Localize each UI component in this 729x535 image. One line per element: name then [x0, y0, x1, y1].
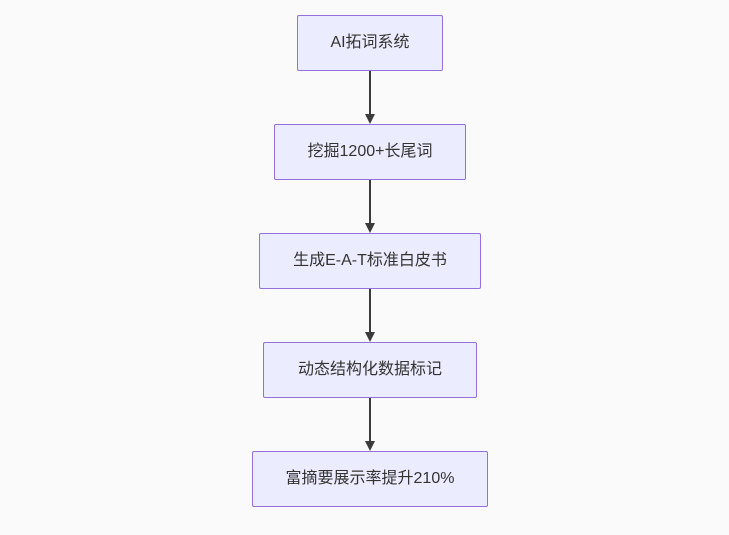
edge-step-4-to-step-5: [365, 398, 375, 451]
arrow-line: [369, 180, 371, 223]
edge-step-3-to-step-4: [365, 289, 375, 342]
flowchart-column: AI拓词系统 挖掘1200+长尾词 生成E-A-T标准白皮书 动态结构化数据标记: [252, 15, 488, 507]
node-label: 生成E-A-T标准白皮书: [293, 252, 447, 269]
node-label: 动态结构化数据标记: [297, 361, 442, 378]
arrowhead-down-icon: [365, 114, 375, 124]
node-label: 挖掘1200+长尾词: [307, 143, 433, 160]
arrow-line: [369, 289, 371, 332]
arrowhead-down-icon: [365, 441, 375, 451]
arrowhead-down-icon: [365, 223, 375, 233]
flowchart-node-step-4: 动态结构化数据标记: [263, 342, 477, 398]
flowchart-node-step-5: 富摘要展示率提升210%: [252, 451, 488, 507]
arrow-line: [369, 398, 371, 441]
flowchart-node-step-3: 生成E-A-T标准白皮书: [259, 233, 481, 289]
arrow-line: [369, 71, 371, 114]
arrowhead-down-icon: [365, 332, 375, 342]
flowchart-node-step-2: 挖掘1200+长尾词: [274, 124, 466, 180]
node-label: 富摘要展示率提升210%: [285, 470, 455, 487]
node-label: AI拓词系统: [330, 34, 410, 51]
edge-step-2-to-step-3: [365, 180, 375, 233]
flowchart-node-step-1: AI拓词系统: [297, 15, 443, 71]
edge-step-1-to-step-2: [365, 71, 375, 124]
